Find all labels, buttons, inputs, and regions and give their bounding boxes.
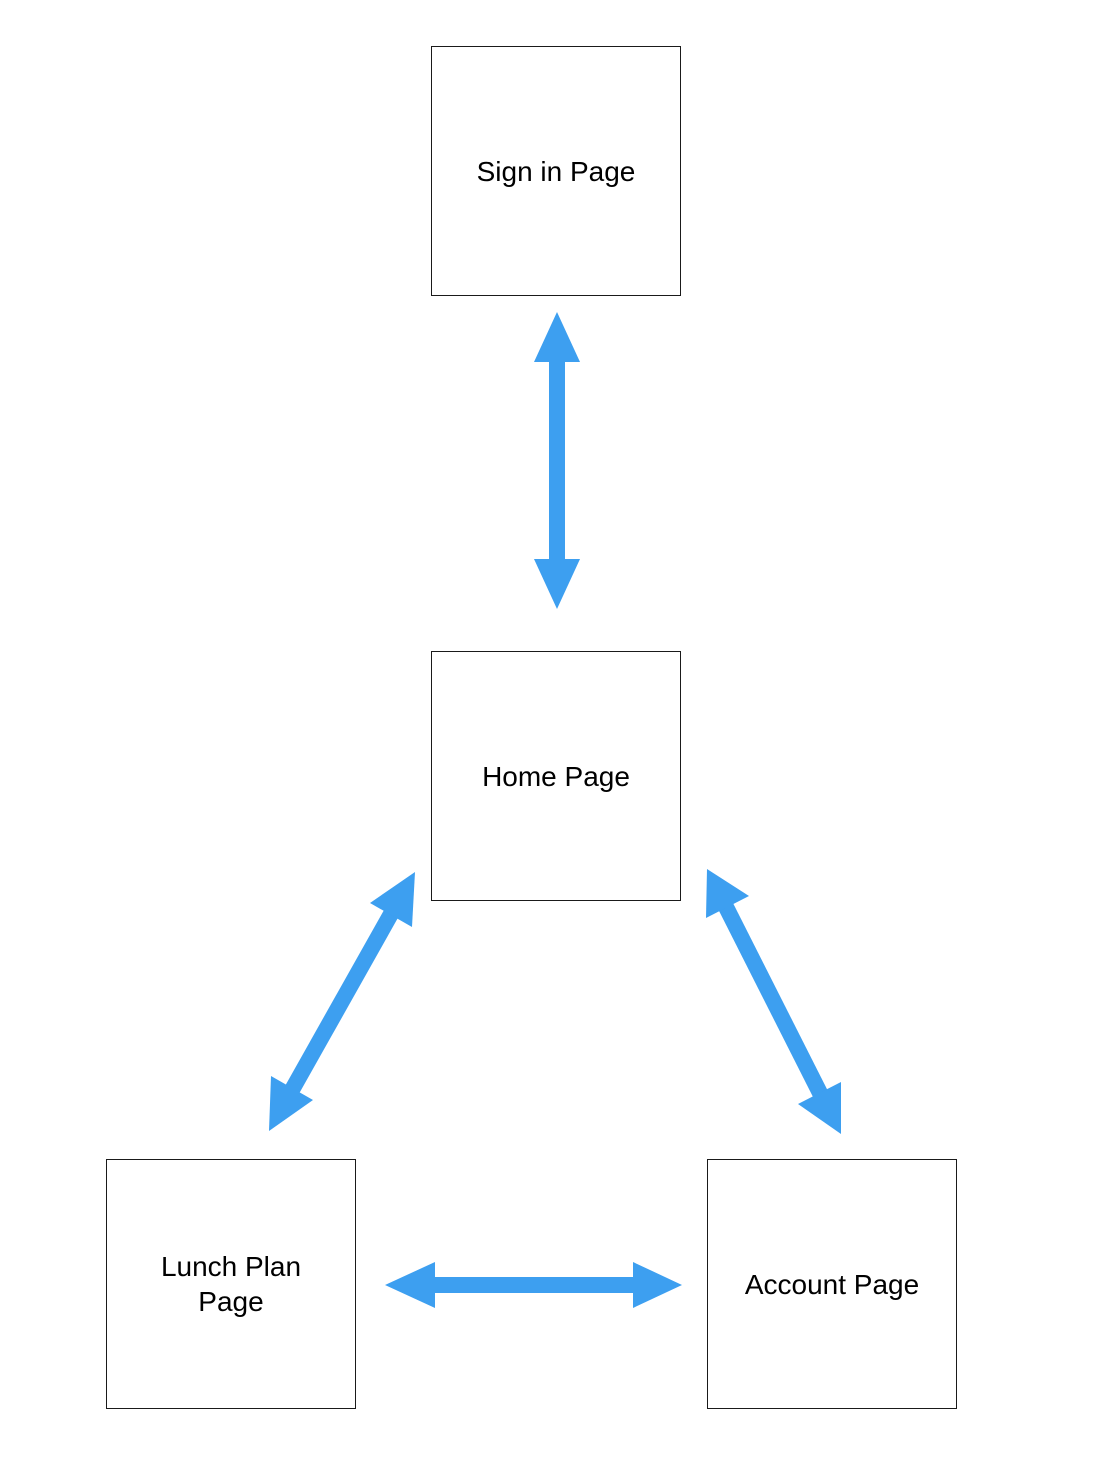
account-page-label: Account Page [744, 1268, 920, 1300]
sign-in-page-node: Sign in Page [431, 46, 681, 296]
arrow-home-lunch [269, 872, 415, 1131]
arrow-home-account [706, 869, 841, 1134]
sign-in-page-label: Sign in Page [476, 155, 636, 187]
home-page-node: Home Page [431, 651, 681, 901]
home-page-label: Home Page [482, 760, 630, 792]
account-page-node: Account Page [707, 1159, 957, 1409]
arrow-lunch-account [385, 1262, 682, 1308]
lunch-plan-page-node: Lunch Plan Page [106, 1159, 356, 1409]
lunch-plan-page-label: Lunch Plan Page [160, 1251, 302, 1317]
arrow-signin-home [534, 312, 580, 609]
